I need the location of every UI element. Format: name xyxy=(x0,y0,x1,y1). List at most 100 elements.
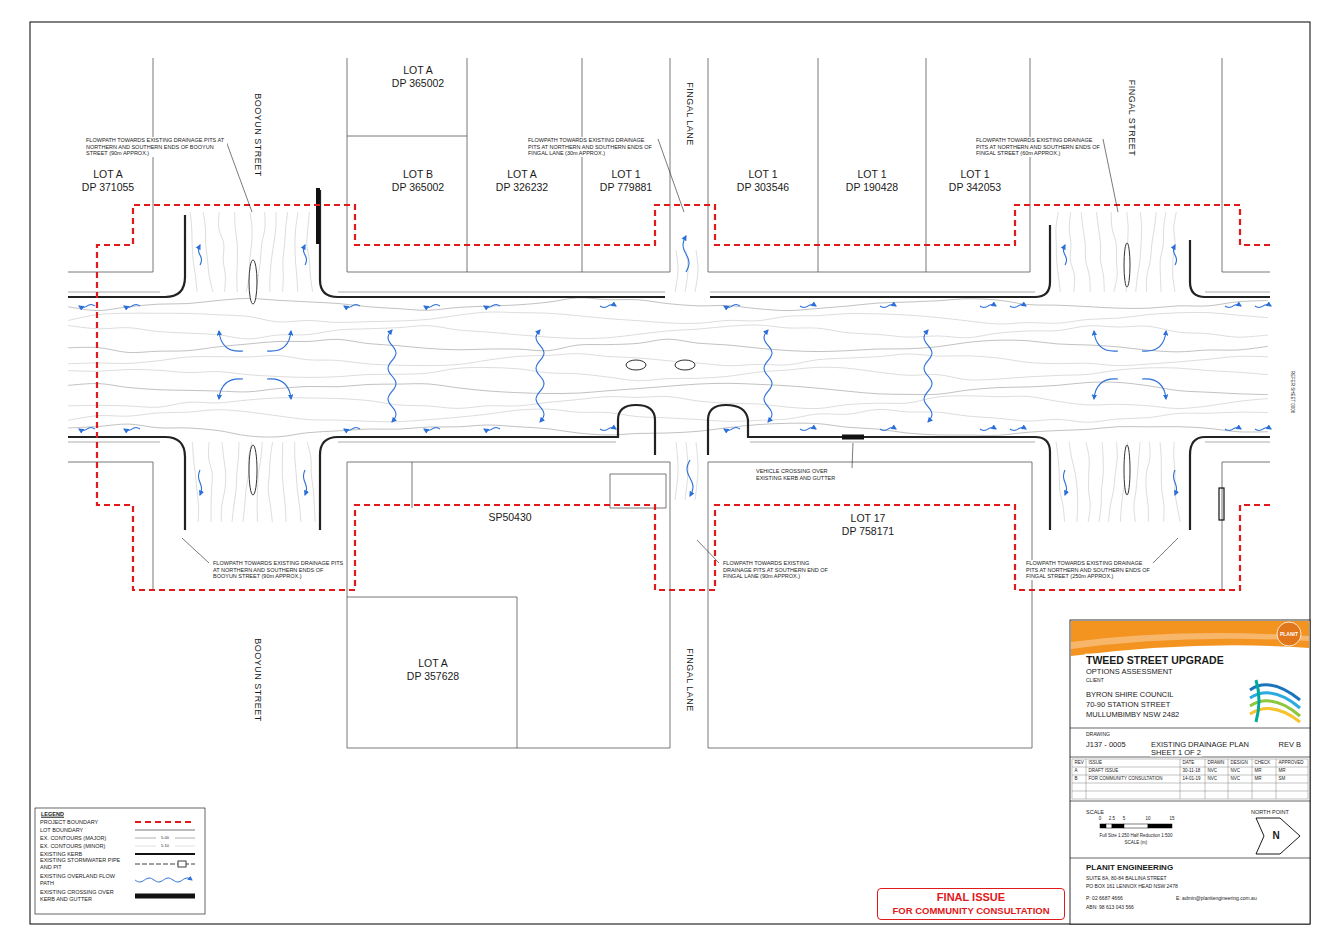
flow-arrow xyxy=(880,428,896,431)
contour-line xyxy=(1086,442,1090,522)
contour-line xyxy=(675,250,678,292)
kerb-line xyxy=(320,405,655,530)
contour-line xyxy=(270,212,276,292)
title-block-rule xyxy=(1070,757,1310,758)
flow-arrow xyxy=(1064,245,1067,265)
contour-line xyxy=(1096,212,1104,292)
leader-line xyxy=(1153,538,1178,563)
flow-arrow xyxy=(484,428,500,431)
kerb-line xyxy=(1190,240,1270,297)
plan-number: DP 357628 xyxy=(407,670,459,683)
sheet-reference: REFER SHEET 0006 xyxy=(1289,370,1294,415)
revision-table-rule xyxy=(1252,759,1253,799)
lot-boundary xyxy=(670,462,671,748)
flow-arrow xyxy=(1174,470,1177,495)
gutter-line xyxy=(1205,292,1270,293)
revision-cell: NVC xyxy=(1207,776,1219,781)
traffic-island xyxy=(1124,445,1130,495)
flow-arrow xyxy=(980,428,996,431)
revision-cell: ISSUE xyxy=(1088,760,1104,765)
contour-line xyxy=(1069,212,1074,292)
revision-table-rule xyxy=(1086,759,1087,799)
lot-boundary xyxy=(818,58,819,272)
street-name: BOOYUN STREET xyxy=(253,92,264,178)
flow-arrow xyxy=(344,428,360,431)
flow-arrow xyxy=(199,245,202,265)
flow-arrow xyxy=(219,379,243,399)
plan-number: DP 758171 xyxy=(842,525,894,538)
lot-boundary xyxy=(347,462,670,463)
revision-cell: MR xyxy=(1254,776,1263,781)
revision-cell: CHECK xyxy=(1254,760,1272,765)
lot-boundary xyxy=(1222,58,1270,272)
revision-table-rule xyxy=(1072,783,1308,784)
field-caption: SCALE xyxy=(1085,809,1105,816)
project-title: TWEED STREET UPGRADE xyxy=(1085,654,1225,667)
flow-arrow xyxy=(267,379,291,399)
flow-arrow xyxy=(1225,305,1241,308)
traffic-island xyxy=(675,360,695,370)
flow-arrow xyxy=(199,470,202,495)
revision-cell: A xyxy=(1074,768,1079,773)
stamp-heading: FINAL ISSUE xyxy=(892,891,1049,905)
contour-line xyxy=(68,367,1268,381)
flow-arrow xyxy=(424,305,440,308)
flowpath-note: FLOWPATH TOWARDS EXISTING DRAINAGE PITS … xyxy=(85,137,227,157)
company-text: P: 02 6687 4666 xyxy=(1085,895,1124,901)
contour-line xyxy=(295,442,301,522)
revision-table-rule xyxy=(1308,759,1309,799)
project-subtitle: OPTIONS ASSESSMENT xyxy=(1085,667,1174,676)
flow-arrow xyxy=(1064,470,1067,495)
contour-line xyxy=(1134,442,1140,522)
lot-boundary xyxy=(708,462,709,748)
lot-boundary xyxy=(347,748,670,749)
stormwater-pit xyxy=(316,188,320,244)
scale-bar xyxy=(1112,824,1124,828)
revision-cell: NVC xyxy=(1207,768,1219,773)
field-caption: CLIENT xyxy=(1085,677,1105,683)
leader-line xyxy=(697,540,719,563)
flow-arrow xyxy=(724,428,740,431)
flow-arrow xyxy=(267,331,291,351)
revision-cell: FOR COMMUNITY CONSULTATION xyxy=(1088,776,1164,781)
crossing-note: VEHICLE CROSSING OVER EXISTING KERB AND … xyxy=(755,468,852,481)
lot-parcel: LOT BDP 365002 xyxy=(390,168,446,194)
boundary-sample xyxy=(135,821,195,823)
contour-line xyxy=(283,212,288,292)
kerb-sample xyxy=(135,853,195,855)
flow-arrow xyxy=(764,330,772,422)
lot-number: LOT 1 xyxy=(600,168,652,181)
lot-boundary xyxy=(582,58,583,272)
scale-number: 10 xyxy=(1144,816,1151,821)
flow-arrow xyxy=(600,305,616,308)
traffic-island xyxy=(249,445,257,495)
flow-arrow xyxy=(1010,428,1026,431)
lot-boundary xyxy=(1030,58,1031,272)
contour-line xyxy=(68,325,1268,339)
plan-number: DP 190428 xyxy=(846,181,898,194)
revision-cell: DRAFT ISSUE xyxy=(1088,768,1120,773)
revision-table-rule xyxy=(1228,759,1229,799)
scale-text: SCALE (m) xyxy=(1124,840,1149,845)
lot-boundary xyxy=(1222,462,1223,590)
revision-table-rule xyxy=(1072,759,1073,799)
lot-parcel: LOT 1DP 190428 xyxy=(844,168,900,194)
contour-line xyxy=(68,409,1268,422)
legend-heading: LEGEND xyxy=(40,811,65,818)
flow-arrow xyxy=(536,330,544,422)
revision-cell: 14-01-19 xyxy=(1182,776,1202,781)
contour-sample xyxy=(135,846,156,847)
lot-boundary xyxy=(708,58,709,272)
leader-line xyxy=(852,443,853,468)
plan-number: DP 365002 xyxy=(392,181,444,194)
contour-line xyxy=(193,442,199,522)
contour-line xyxy=(68,396,1268,409)
contour-line xyxy=(1111,212,1117,292)
contour-line xyxy=(235,212,238,292)
kerbs xyxy=(68,190,1270,530)
contour-line xyxy=(675,442,678,500)
scale-number: 0 xyxy=(1098,816,1103,821)
lot-number: LOT 1 xyxy=(846,168,898,181)
revision-cell: APPROVED xyxy=(1278,760,1305,765)
contour-line xyxy=(1081,212,1090,292)
